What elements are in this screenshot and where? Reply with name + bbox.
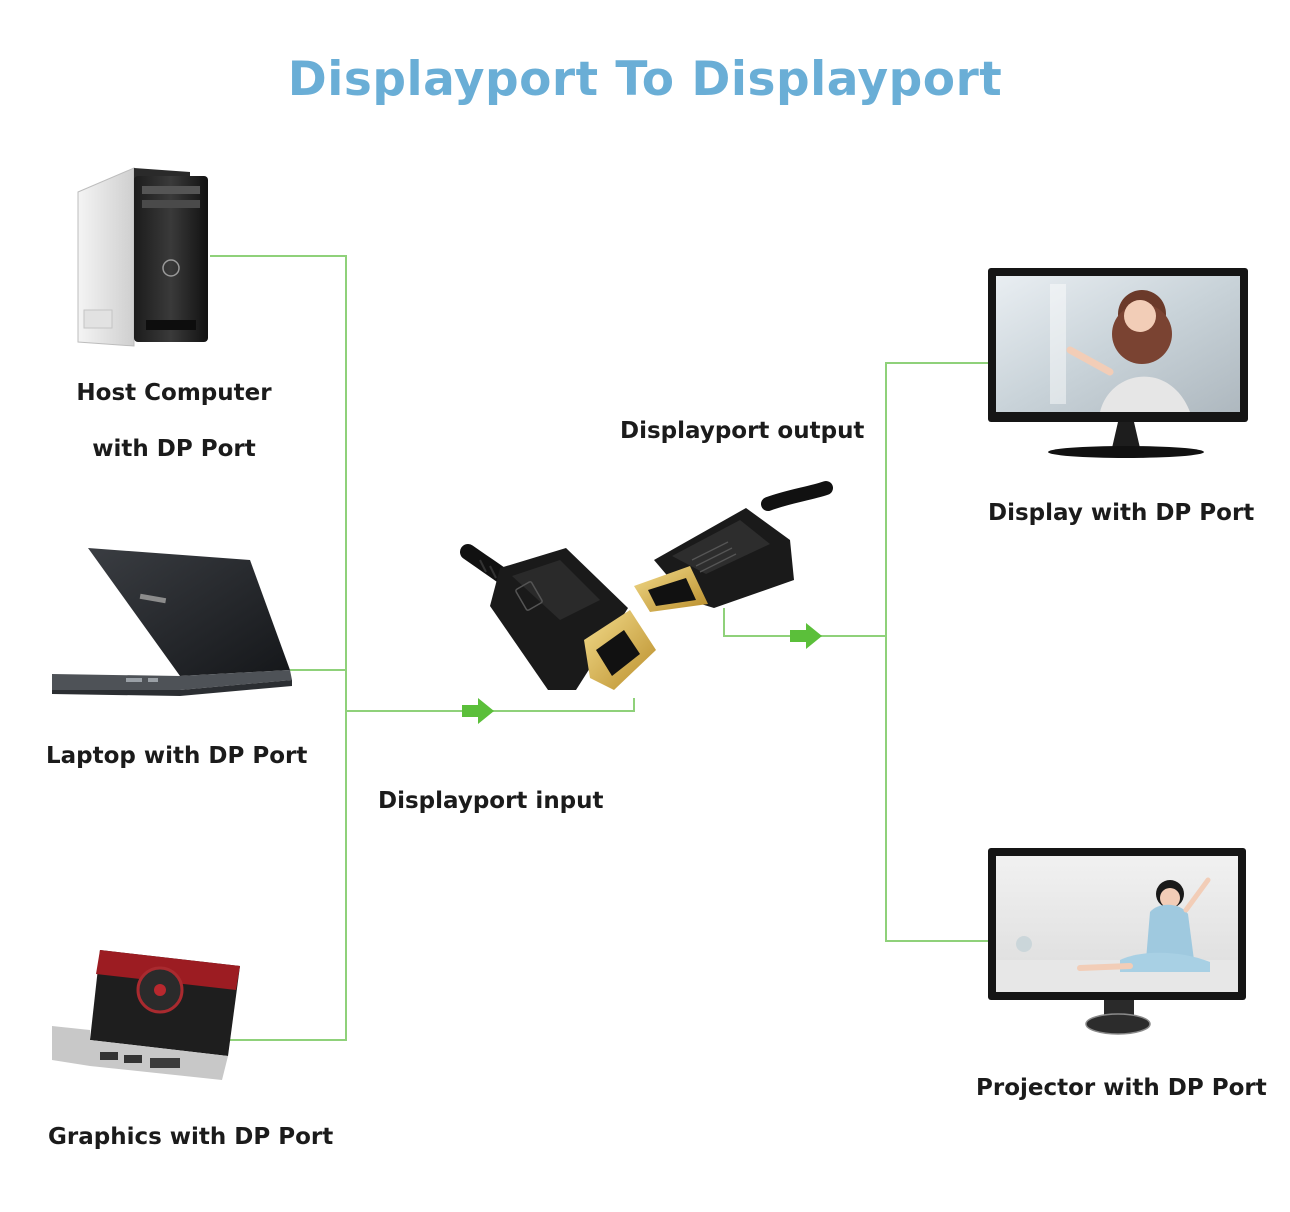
displayport-connector-icon	[460, 481, 833, 690]
display-label: Display with DP Port	[988, 500, 1255, 526]
projector-label: Projector with DP Port	[976, 1075, 1267, 1101]
arrow-icon	[790, 623, 822, 649]
host-computer-label-line2: with DP Port	[92, 436, 256, 462]
host-computer-label-line1: Host Computer	[76, 380, 272, 406]
arrow-icon	[462, 698, 494, 724]
graphics-card-icon	[52, 950, 240, 1080]
desktop-tower-icon	[77, 167, 208, 347]
source-connector-lines	[210, 255, 635, 1041]
laptop-label: Laptop with DP Port	[46, 743, 308, 769]
displayport-output-label: Displayport output	[620, 418, 865, 444]
laptop-icon	[52, 548, 292, 696]
graphics-label: Graphics with DP Port	[48, 1124, 334, 1150]
monitor-icon	[988, 268, 1248, 458]
target-connector-lines	[723, 362, 988, 942]
displayport-input-label: Displayport input	[378, 788, 604, 814]
projector-screen-icon	[988, 848, 1246, 1035]
page-title: Displayport To Displayport	[287, 52, 1003, 107]
